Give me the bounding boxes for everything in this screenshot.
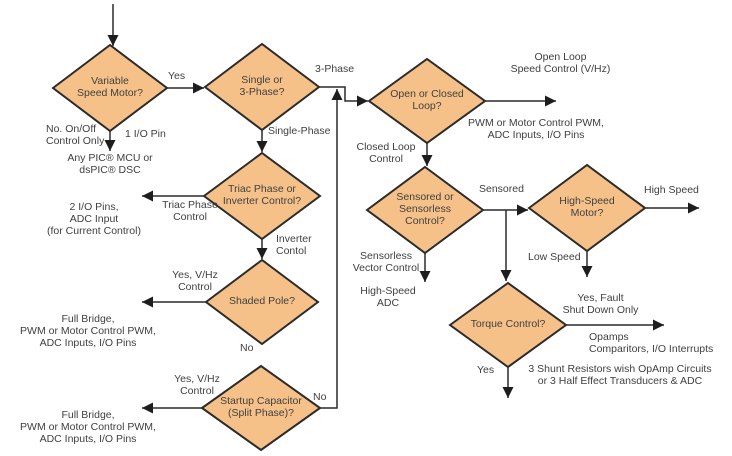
label-no-onoff: No. On/Off Control Only — [46, 123, 105, 147]
decision-variable-speed-motor — [51, 43, 169, 133]
label-any-pic-mcu: Any PIC® MCU or dsPIC® DSC — [67, 152, 153, 176]
label-1-io-pin: 1 I/O Pin — [125, 128, 166, 140]
label-triac-phase-control: Triac Phase Control — [162, 199, 218, 223]
node-label-high-speed-motor: High-Speed Motor? — [559, 195, 615, 219]
label-open-loop-speed: Open Loop Speed Control (V/Hz) — [510, 51, 611, 75]
label-single-phase: Single-Phase — [268, 125, 331, 137]
decision-high-speed-motor — [527, 163, 647, 253]
decision-open-or-closed-loop — [367, 57, 487, 145]
label-yes-torque: Yes — [477, 364, 495, 376]
node-label-open-or-closed: Open or Closed Loop? — [390, 88, 464, 112]
label-yes-vhz-shaded: Yes, V/Hz Control — [172, 269, 218, 293]
label-no-startup: No — [313, 391, 327, 403]
decision-startup-capacitor — [200, 364, 322, 452]
label-no-shaded: No — [240, 342, 254, 354]
label-full-bridge-shaded: Full Bridge, PWM or Motor Control PWM, A… — [20, 313, 156, 349]
decision-single-or-3phase — [203, 42, 321, 132]
decision-torque-control — [448, 281, 568, 369]
decision-triac-or-inverter — [202, 151, 322, 241]
label-sensored: Sensored — [479, 183, 524, 195]
label-inverter-contol: Inverter Contol — [276, 233, 312, 257]
label-high-speed-adc: High-Speed ADC — [360, 285, 416, 309]
node-label-shaded-pole: Shaded Pole? — [229, 295, 295, 307]
decision-shaded-pole — [204, 258, 320, 346]
label-pwm-motor-control: PWM or Motor Control PWM, ADC Inputs, I/… — [468, 117, 604, 141]
label-3-phase: 3-Phase — [315, 63, 355, 75]
label-shunt-resistors: 3 Shunt Resistors wish OpAmp Circuits or… — [528, 363, 712, 387]
decision-sensored-or-sensorless — [365, 165, 485, 255]
label-sensorless-vector: Sensorless Vector Control — [352, 250, 420, 274]
node-label-torque-control: Torque Control? — [470, 318, 546, 330]
edge-startup-no-up — [320, 89, 343, 409]
label-closed-loop-control: Closed Loop Control — [356, 141, 416, 165]
label-yes-vhz-startup: Yes, V/Hz Control — [174, 373, 220, 397]
label-low-speed: Low Speed — [528, 251, 581, 263]
label-2-io-pins: 2 I/O Pins, ADC Input (for Current Contr… — [47, 201, 141, 237]
label-full-bridge-startup: Full Bridge, PWM or Motor Control PWM, A… — [20, 409, 156, 445]
label-high-speed: High Speed — [644, 184, 699, 196]
node-label-variable-speed: Variable Speed Motor? — [77, 75, 143, 99]
label-opamps-comparitors: Opamps Comparitors, I/O Interrupts — [589, 331, 714, 355]
label-yes-variable: Yes — [168, 70, 186, 82]
node-label-single-or-3phase: Single or 3-Phase? — [239, 74, 285, 98]
edge-3phase-to-openclosed — [319, 86, 368, 107]
label-yes-fault: Yes, Fault Shut Down Only — [562, 292, 639, 316]
node-label-triac-or-inverter: Triac Phase or Inverter Control? — [222, 183, 302, 207]
node-label-sensored: Sensored or Sensorless Control? — [396, 191, 454, 227]
node-label-startup-capacitor: Startup Capacitor (Split Phase)? — [220, 395, 302, 419]
